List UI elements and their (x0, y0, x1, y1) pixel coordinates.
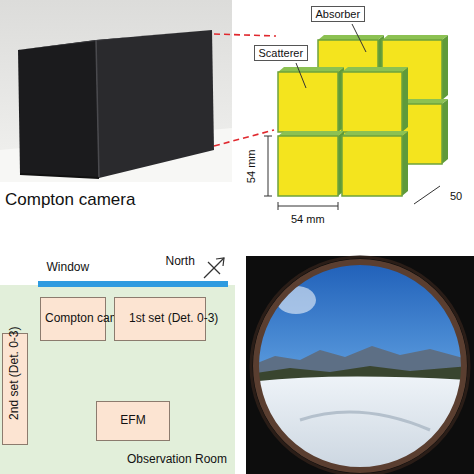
room-region: Observation Room Compton camera 1st set (D… (0, 285, 235, 474)
annotation-label: North (166, 255, 195, 269)
box-label: EFM (103, 414, 163, 428)
annotation-label: Window (47, 261, 90, 275)
room-floor (0, 285, 235, 474)
module-side (442, 35, 448, 100)
equipment-box: Compton camera (40, 297, 106, 341)
box-label: Compton camera (45, 312, 101, 326)
box-label: 1st set (Det. 0-3) (129, 312, 191, 326)
module-face (278, 136, 338, 196)
annotation-label: 54 mm (291, 213, 325, 226)
equipment-box: EFM (96, 401, 170, 441)
module-side (402, 131, 408, 196)
north-arrow (204, 258, 224, 278)
module-side (442, 99, 448, 164)
module-face (342, 72, 402, 132)
module-side (402, 67, 408, 132)
window-bar (38, 281, 228, 287)
annotation-label: 50 (450, 190, 462, 203)
fisheye-photo (246, 256, 474, 474)
box-label: 2nd set (Det. 0-3) (8, 358, 22, 420)
room-name: Observation Room (127, 452, 227, 466)
equipment-box: 1st set (Det. 0-3) (114, 297, 206, 341)
camera-photo (0, 0, 232, 182)
module-face (278, 72, 338, 132)
part-name: Scatterer (254, 45, 309, 62)
module-face (342, 136, 402, 196)
annotation-label: 54 mm (245, 149, 258, 183)
part-name: Absorber (311, 6, 366, 23)
equipment-box: 2nd set (Det. 0-3) (2, 333, 28, 445)
annotation-label: Compton camera (5, 190, 135, 210)
dimension-lines (264, 136, 440, 210)
